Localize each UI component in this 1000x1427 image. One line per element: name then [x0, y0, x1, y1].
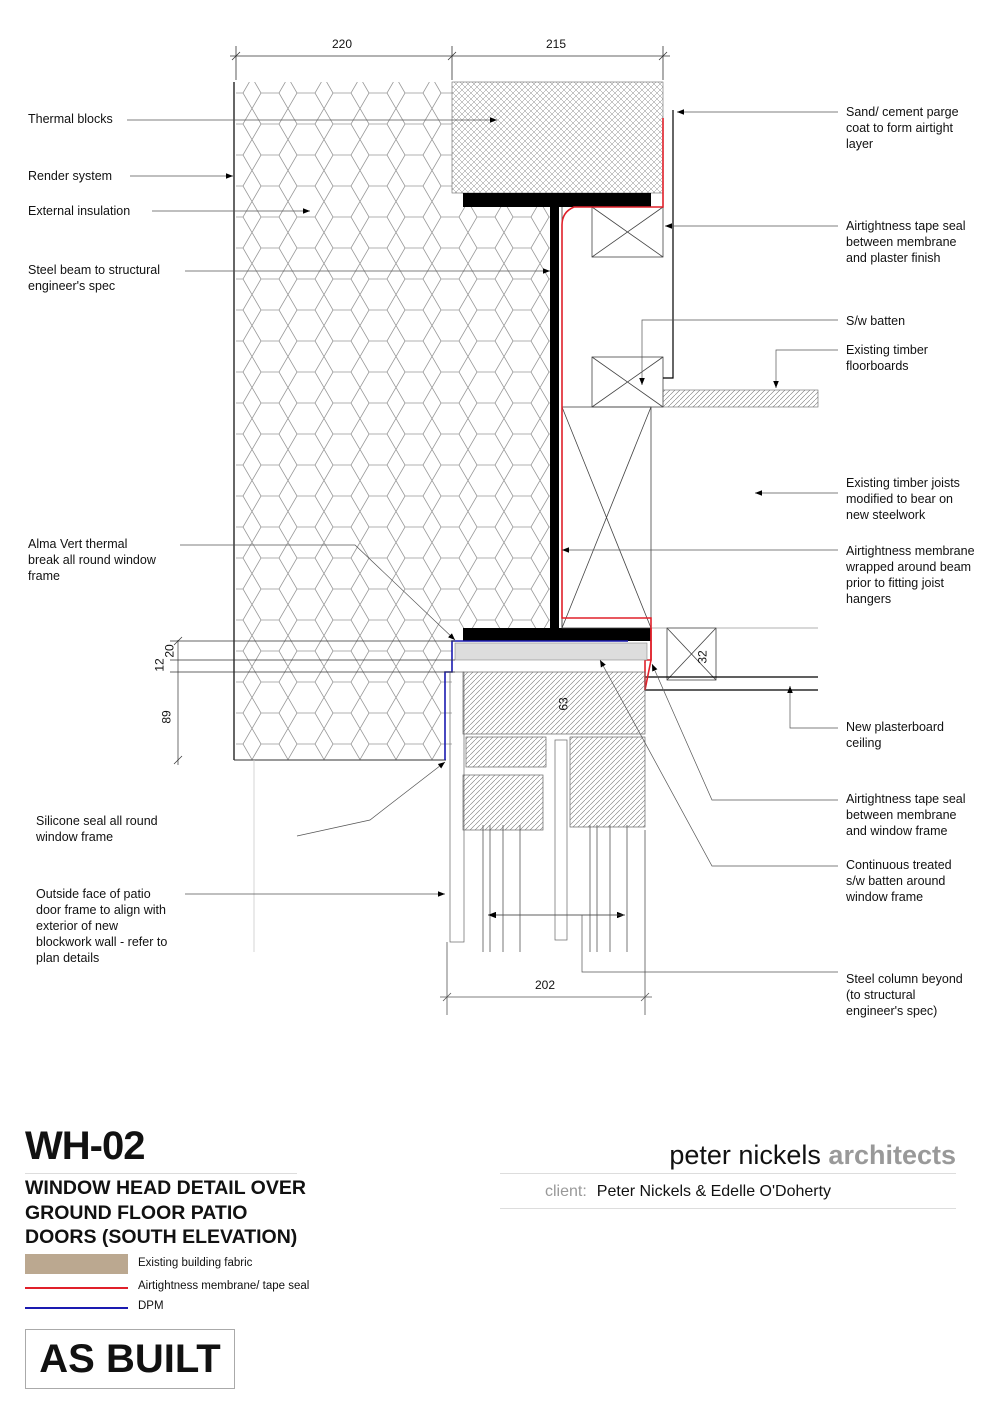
- top-dimension: [230, 46, 670, 80]
- label-external-insulation: External insulation: [28, 204, 131, 218]
- dim-bottom: 202: [535, 978, 556, 992]
- client-line: client: Peter Nickels & Edelle O'Doherty: [545, 1183, 831, 1201]
- thermal-blocks: [451, 81, 664, 194]
- dim-hanger: 32: [695, 650, 710, 664]
- label-plasterboard: New plasterboard ceiling: [846, 720, 944, 750]
- label-tape-seal-plaster: Airtightness tape seal between membrane …: [846, 219, 966, 265]
- dim-top-left: 220: [332, 37, 353, 51]
- firm-name: peter nickels architects: [669, 1140, 956, 1171]
- steel-beam: [463, 193, 651, 641]
- dim-frame: 63: [556, 697, 571, 711]
- legend-fabric: Existing building fabric: [138, 1257, 253, 1269]
- label-thermal-blocks: Thermal blocks: [28, 112, 113, 126]
- label-steel-column: Steel column beyond (to structural engin…: [846, 972, 963, 1018]
- drawing-code: WH-02: [25, 1124, 145, 1168]
- dim-left-a: 20: [162, 644, 177, 658]
- label-parge-coat: Sand/ cement parge coat to form airtight…: [846, 105, 959, 151]
- client-key: client:: [545, 1183, 587, 1200]
- label-airtightness-membrane: Airtightness membrane wrapped around bea…: [846, 544, 975, 606]
- label-outside-face: Outside face of patio door frame to alig…: [36, 887, 168, 965]
- airtightness-membrane: [561, 118, 664, 691]
- battens: [561, 206, 717, 681]
- dim-top-right: 215: [546, 37, 567, 51]
- label-treated-batten: Continuous treated s/w batten around win…: [846, 858, 952, 904]
- external-insulation: [236, 82, 452, 760]
- window-frame: [449, 671, 646, 943]
- label-sw-batten: S/w batten: [846, 314, 906, 328]
- glazing: [253, 760, 652, 1015]
- label-timber-joists: Existing timber joists modified to bear …: [846, 476, 960, 522]
- firm-name-suffix: architects: [828, 1140, 956, 1170]
- dim-left-c: 89: [159, 710, 174, 724]
- firm-name-main: peter nickels: [669, 1140, 821, 1170]
- dim-left-b: 12: [152, 658, 167, 672]
- leader-lines: [127, 109, 838, 973]
- label-thermal-break: Alma Vert thermal break all round window…: [28, 537, 156, 583]
- legend-membrane: Airtightness membrane/ tape seal: [138, 1280, 310, 1292]
- legend-swatch-fabric: [25, 1254, 128, 1274]
- label-render-system: Render system: [28, 169, 113, 183]
- legend-dpm: DPM: [138, 1300, 164, 1312]
- label-silicone-seal: Silicone seal all round window frame: [36, 814, 158, 844]
- drawing-title: WINDOW HEAD DETAIL OVER GROUND FLOOR PAT…: [25, 1177, 306, 1248]
- client-value: Peter Nickels & Edelle O'Doherty: [596, 1183, 832, 1200]
- label-tape-seal-frame: Airtightness tape seal between membrane …: [846, 792, 966, 838]
- status-stamp: AS BUILT: [25, 1329, 235, 1389]
- legend-swatch-membrane: [25, 1287, 128, 1289]
- label-floorboards: Existing timber floorboards: [846, 343, 928, 373]
- floorboards: [662, 389, 819, 408]
- legend-swatch-dpm: [25, 1307, 128, 1309]
- label-steel-beam: Steel beam to structural engineer's spec: [28, 263, 161, 293]
